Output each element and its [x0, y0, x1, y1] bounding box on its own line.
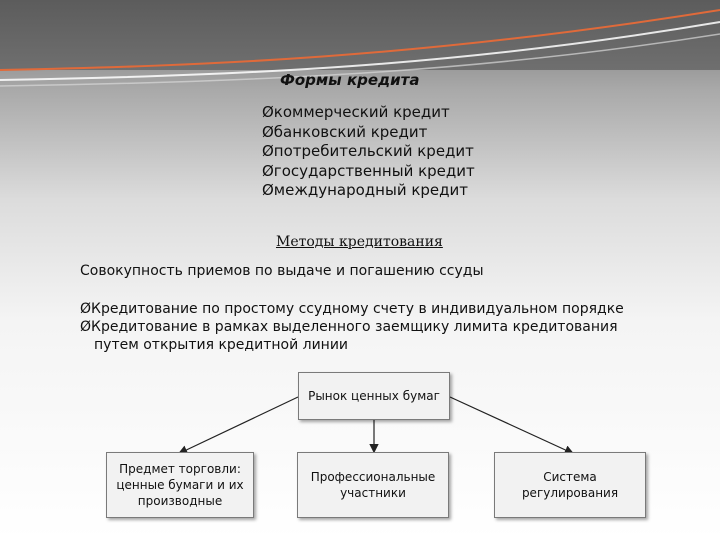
list-item: Øбанковский кредит: [262, 122, 428, 141]
diagram-child-box-center: Профессиональные участники: [297, 452, 449, 518]
credit-methods-title: Методы кредитования: [276, 234, 443, 250]
decorative-curves: [0, 9, 720, 87]
list-item: ØКредитование в рамках выделенного заемщ…: [80, 319, 618, 335]
list-item: Øгосударственный кредит: [262, 161, 475, 180]
list-item: Øкоммерческий кредит: [262, 103, 450, 121]
credit-methods-description: Совокупность приемов по выдаче и погашен…: [80, 263, 484, 279]
diagram-child-box-left: Предмет торговли: ценные бумаги и их про…: [106, 452, 254, 518]
diagram-child-center-label: Профессиональные участники: [310, 470, 436, 500]
list-item: Øмеждународный кредит: [262, 181, 469, 199]
diagram-root-box: Рынок ценных бумаг: [298, 372, 450, 420]
credit-forms-title: Формы кредита: [280, 71, 420, 89]
diagram-root-label: Рынок ценных бумаг: [308, 389, 440, 403]
connector-left: [177, 396, 299, 455]
credit-forms-list: Øкоммерческий кредит Øбанковский кредит …: [262, 103, 475, 201]
diagram-child-box-right: Система регулирования: [494, 452, 646, 518]
diagram-child-right-label: Система регулирования: [521, 470, 619, 500]
diagram-child-left-label: Предмет торговли: ценные бумаги и их про…: [116, 462, 244, 508]
list-item-continuation: путем открытия кредитной линии: [94, 337, 349, 353]
credit-methods-list: ØКредитование по простому ссудному счету…: [80, 300, 680, 354]
list-item: ØКредитование по простому ссудному счету…: [80, 301, 624, 317]
list-item: Øпотребительский кредит: [262, 142, 474, 160]
connector-right: [449, 396, 575, 455]
header-band: [0, 0, 720, 70]
